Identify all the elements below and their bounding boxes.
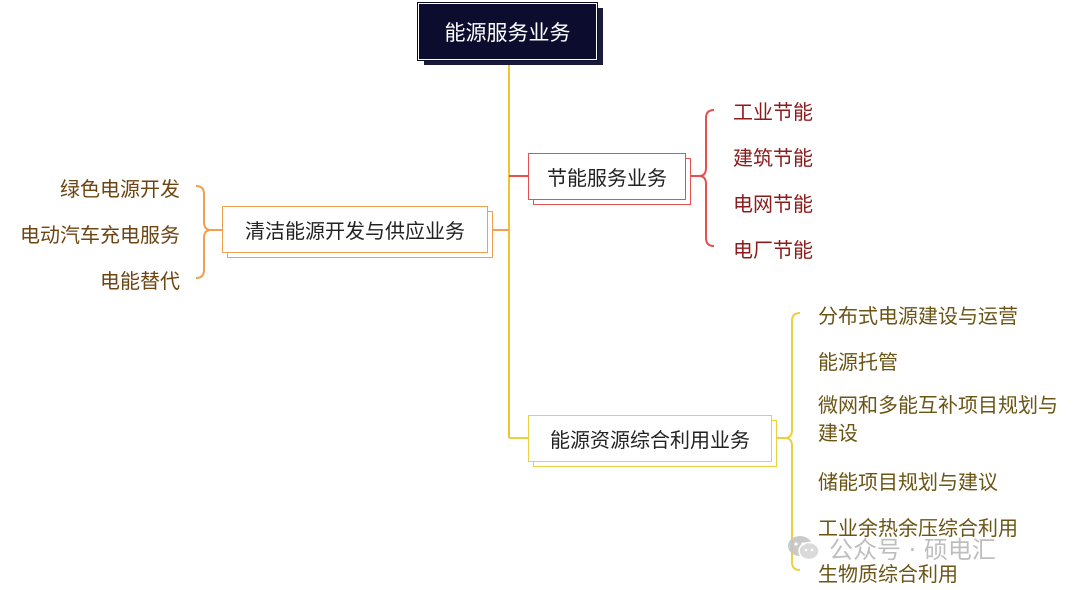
integrated-label: 能源资源综合利用业务: [550, 428, 750, 452]
watermark: 公众号 · 硕电汇: [787, 530, 996, 565]
wechat-icon: [788, 535, 820, 560]
energy-saving-item: 电网节能: [733, 192, 813, 216]
watermark-text: 公众号 · 硕电汇: [829, 536, 996, 564]
clean-energy-node: 清洁能源开发与供应业务: [222, 206, 488, 253]
clean-energy-label: 清洁能源开发与供应业务: [245, 219, 465, 243]
integrated-item: 能源托管: [818, 350, 898, 374]
root-label: 能源服务业务: [444, 20, 571, 45]
clean-energy-item: 电动汽车充电服务: [20, 223, 180, 247]
integrated-item: 微网和多能互补项目规划与建设: [818, 393, 1058, 445]
integrated-item: 工业余热余压综合利用: [818, 516, 1018, 540]
bracket-energy-saving: [698, 109, 715, 247]
integrated-node: 能源资源综合利用业务: [528, 415, 772, 462]
clean-energy-item: 电能替代: [100, 269, 180, 293]
bracket-clean: [195, 185, 212, 279]
energy-saving-label: 节能服务业务: [547, 166, 667, 190]
energy-saving-item: 电厂节能: [733, 238, 813, 262]
clean-energy-item: 绿色电源开发: [60, 177, 180, 201]
integrated-item: 储能项目规划与建议: [818, 470, 998, 494]
integrated-item: 生物质综合利用: [818, 562, 958, 586]
energy-saving-node: 节能服务业务: [528, 153, 686, 200]
energy-saving-item: 建筑节能: [733, 146, 813, 170]
energy-saving-item: 工业节能: [733, 100, 813, 124]
integrated-item: 分布式电源建设与运营: [818, 304, 1018, 328]
root-node: 能源服务业务: [417, 2, 598, 61]
